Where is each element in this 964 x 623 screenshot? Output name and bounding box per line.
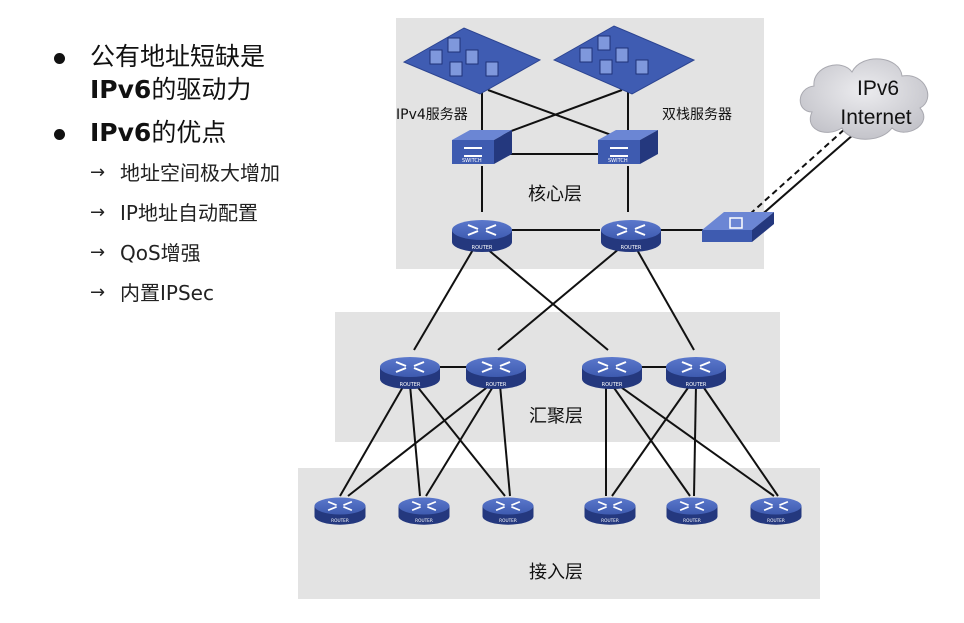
bullet-list: 公有地址短缺是 IPv6的驱动力 IPv6的优点 →地址空间极大增加 →IP地址…: [52, 40, 342, 319]
ipv4-server-label: IPv4服务器: [396, 107, 468, 123]
routers: ROUTER ROUTER ROUTER ROUTER ROUTER ROUTER ROUT…: [314, 220, 802, 525]
router-icon: ROUTER: [452, 220, 512, 252]
router-icon: ROUTER: [314, 497, 366, 525]
router-icon: ROUTER: [466, 357, 526, 389]
bullet-item-1: 公有地址短缺是 IPv6的驱动力: [52, 40, 342, 106]
router-icon: ROUTER: [380, 357, 440, 389]
router-label: ROUTER: [415, 518, 433, 524]
cloud-link-dashed: [749, 127, 847, 215]
router-label: ROUTER: [486, 382, 507, 388]
arrow-right-icon: →: [90, 202, 106, 223]
router-icon: ROUTER: [582, 357, 642, 389]
switch-label: SWITCH: [608, 158, 628, 164]
sub-item: →IP地址自动配置: [90, 201, 258, 225]
router-label: ROUTER: [602, 382, 623, 388]
bullet-2-bold: IPv6: [90, 118, 152, 147]
sub-list: →地址空间极大增加 →IP地址自动配置 →QoS增强 →内置IPSec: [90, 159, 342, 307]
cloud-label-line2: Internet: [840, 106, 911, 129]
bullet-2-text: 的优点: [151, 118, 227, 147]
router-icon: ROUTER: [750, 497, 802, 525]
switch-label: SWITCH: [462, 158, 482, 164]
switch-icon: SWITCH: [598, 130, 658, 164]
server-cluster-icon: [402, 27, 542, 95]
links: [339, 88, 779, 497]
router-label: ROUTER: [331, 518, 349, 524]
router-label: ROUTER: [400, 382, 421, 388]
bullet-1-rest: 的驱动力: [151, 75, 252, 104]
arrow-right-icon: →: [90, 242, 106, 263]
cloud-link-solid: [757, 133, 855, 219]
bullet-1-text: 公有地址短缺是: [90, 42, 266, 71]
router-icon: ROUTER: [666, 357, 726, 389]
bullet-1-bold: IPv6: [90, 75, 152, 104]
router-label: ROUTER: [499, 518, 517, 524]
router-label: ROUTER: [601, 518, 619, 524]
access-layer-bg: [298, 468, 820, 599]
core-layer-label: 核心层: [528, 184, 582, 205]
sub-item: →地址空间极大增加: [90, 161, 280, 185]
bullet-dot-icon: [54, 129, 65, 140]
arrow-right-icon: →: [90, 162, 106, 183]
router-label: ROUTER: [683, 518, 701, 524]
router-icon: ROUTER: [398, 497, 450, 525]
router-icon: ROUTER: [584, 497, 636, 525]
cloud-label-line1: IPv6: [857, 77, 899, 100]
router-icon: ROUTER: [601, 220, 661, 252]
bullet-dot-icon: [54, 53, 65, 64]
access-layer-label: 接入层: [529, 562, 583, 583]
cloud-icon: IPv6 Internet: [799, 58, 929, 140]
sub-item: →QoS增强: [90, 241, 201, 265]
router-label: ROUTER: [472, 245, 493, 251]
sub-item: →内置IPSec: [90, 281, 214, 305]
firewall-icon: [702, 212, 774, 242]
switch-icon: SWITCH: [452, 130, 512, 164]
aggregation-layer-label: 汇聚层: [529, 406, 583, 427]
router-icon: ROUTER: [482, 497, 534, 525]
router-label: ROUTER: [621, 245, 642, 251]
server-cluster-icon: [552, 25, 696, 95]
dual-stack-server-label: 双栈服务器: [662, 107, 732, 123]
arrow-right-icon: →: [90, 282, 106, 303]
router-label: ROUTER: [686, 382, 707, 388]
router-icon: ROUTER: [666, 497, 718, 525]
router-label: ROUTER: [767, 518, 785, 524]
bullet-item-2: IPv6的优点 →地址空间极大增加 →IP地址自动配置 →QoS增强 →内置IP…: [52, 116, 342, 307]
